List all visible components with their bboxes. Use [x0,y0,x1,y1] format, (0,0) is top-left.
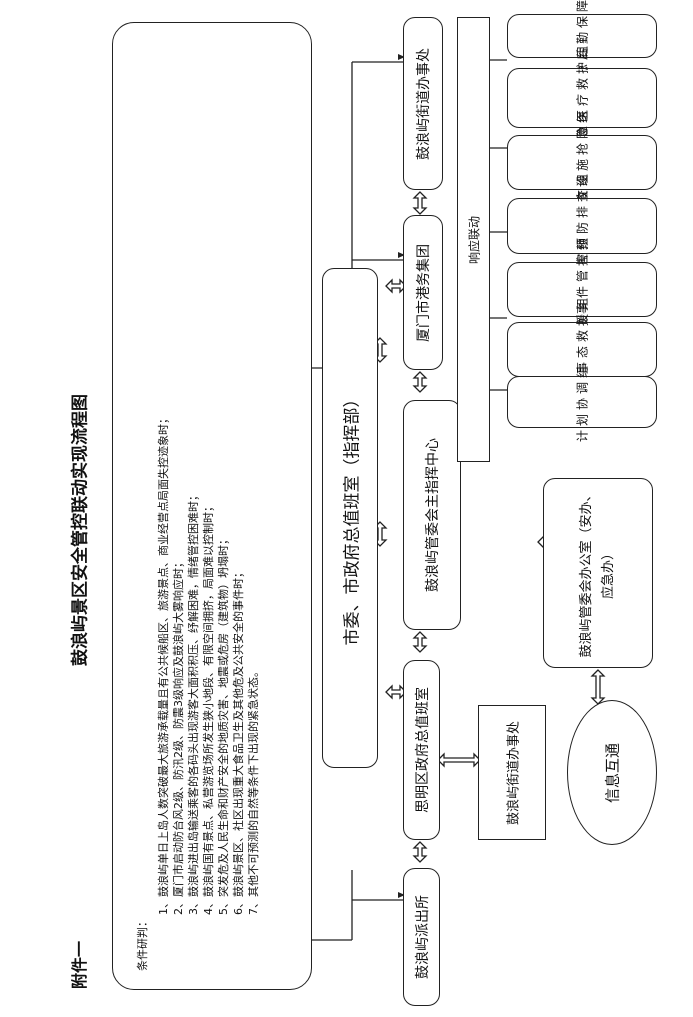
annex-label: 附件一 [70,940,89,990]
conditions-list: 1、鼓浪屿单日上岛人数突破最大旅游承载量且有公共候船区、旅游景点、商业经营点局面… [156,43,261,971]
group-label: 计划协调组 [575,361,590,443]
node-police-station-label: 鼓浪屿派出所 [414,895,431,979]
conditions-box: 条件研判： 1、鼓浪屿单日上岛人数突破最大旅游承载量且有公共候船区、旅游景点、商… [112,22,312,990]
node-city-duty: 市委、市政府总值班室（指挥部） [322,268,378,768]
node-gly-mgmt-office: 鼓浪屿管委会办公室（安办、应急办） [543,478,653,668]
group-box-medical: 应急医疗救护组 [507,42,657,154]
node-police-station: 鼓浪屿派出所 [403,868,440,1006]
node-gly-street-left: 鼓浪屿街道办事处 [478,705,546,840]
node-info-exchange-label: 信息互通 [603,742,622,803]
node-city-duty-label: 市委、市政府总值班室（指挥部） [342,390,363,646]
node-siming-duty: 思明区政府总值班室 [403,660,440,840]
group-box-municipal: 市政设施抢险组 [507,106,657,219]
condition-item: 1、鼓浪屿单日上岛人数突破最大旅游承载量且有公共候船区、旅游景点、商业经营点局面… [157,413,170,915]
document-title-box: 鼓浪屿景区安全管控联动实现流程图 [58,330,98,730]
node-gly-street-right: 鼓浪屿街道办事处 [403,17,443,190]
conditions-heading: 条件研判： [136,916,149,971]
group-box-logistics: 应急后勤保障组 [507,0,657,92]
condition-item: 7、其他不可预测的自然等条件下出现的紧急状态。 [247,666,260,915]
condition-item: 3、鼓浪屿进出岛输送乘客的各码头出现游客大面积积压、纾解困难，情绪管控困难时； [187,490,200,915]
node-gly-street-left-label: 鼓浪屿街道办事处 [506,720,522,825]
document-title: 鼓浪屿景区安全管控联动实现流程图 [70,394,91,666]
node-gly-mgmt-office-label: 鼓浪屿管委会办公室（安办、应急办） [576,488,620,658]
node-gly-street-right-label: 鼓浪屿街道办事处 [416,47,432,160]
condition-item: 6、鼓浪屿景区、社区出现重大食品卫生及其他危及公共安全的事件时； [232,567,245,915]
node-gly-mgmt-center-label: 鼓浪屿管委会主指挥中心 [425,438,441,592]
response-link-bar: 响应联动 [457,17,490,462]
condition-item: 4、鼓浪屿国有景点、私营游览场所发生狭小地段、有限空间拥挤，局面难以控制时； [202,501,215,915]
node-gly-mgmt-office-text: 鼓浪屿管委会办公室（安办、应急办） [579,488,616,658]
response-link-label: 响应联动 [467,215,481,264]
condition-item: 5、突发危及人民生命和财产安全的地质灾害、地震或危房（建筑物）坍塌时； [217,534,230,915]
node-port-group: 厦门市港务集团 [403,215,443,370]
group-box-coordination: 计划协调组 [507,362,657,442]
condition-item: 2、厦门市启动防台风2级、防汛2级、防震3级响应及鼓浪屿大雾响应时； [172,557,185,915]
conditions-text: 条件研判： 1、鼓浪屿单日上岛人数突破最大旅游承载量且有公共候船区、旅游景点、商… [113,23,313,991]
node-info-exchange: 信息互通 [567,700,657,845]
node-port-group-label: 厦门市港务集团 [416,243,432,342]
node-siming-duty-label: 思明区政府总值班室 [414,687,431,813]
group-box-public-event: 公共事件管控组 [507,233,657,346]
node-gly-mgmt-center: 鼓浪屿管委会主指挥中心 [403,400,461,630]
group-box-disaster: 灾害预防排查组 [507,170,657,282]
annex-label-box: 附件一 [58,930,98,1000]
